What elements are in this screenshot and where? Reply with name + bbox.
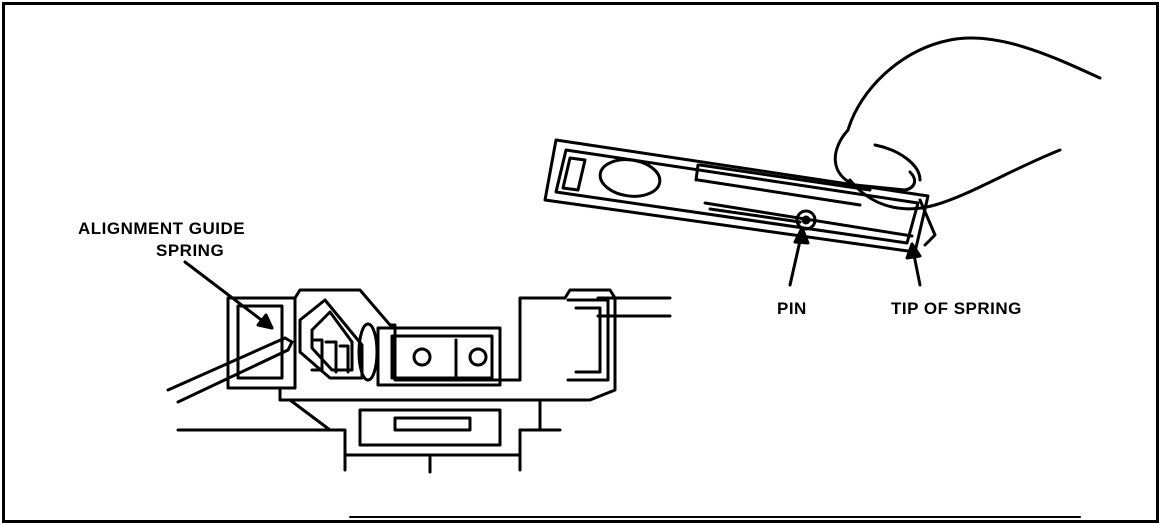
carrier-assembly-drawing xyxy=(166,260,672,474)
label-alignment-guide: ALIGNMENT GUIDE xyxy=(78,219,246,238)
label-pin: PIN xyxy=(777,299,807,318)
label-alignment-guide-spring: SPRING xyxy=(156,241,225,260)
hand-with-spring-drawing xyxy=(543,36,1102,287)
label-tip-of-spring: TIP OF SPRING xyxy=(891,299,1022,318)
